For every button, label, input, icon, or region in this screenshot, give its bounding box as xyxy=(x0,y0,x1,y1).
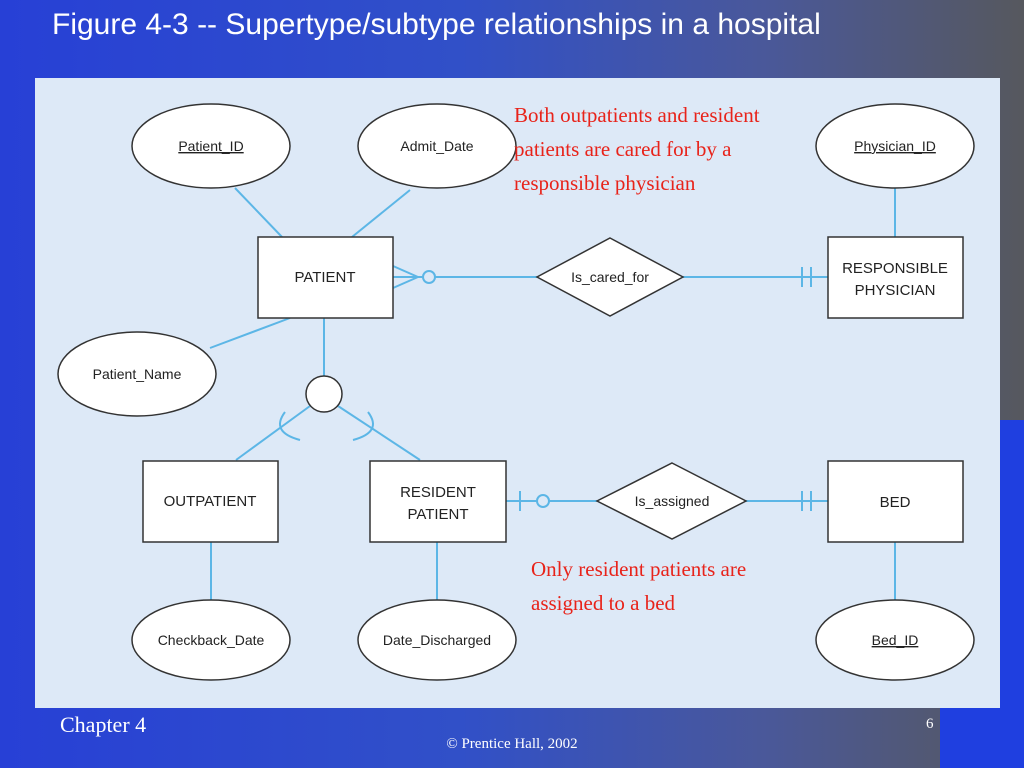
entity-label-bed: BED xyxy=(880,494,911,511)
attribute-oval-date-discharged xyxy=(357,599,517,681)
relationship-diamond-is-assigned xyxy=(595,462,748,540)
connector-line xyxy=(209,317,291,349)
crows-foot xyxy=(392,265,419,278)
entity-box-outpatient xyxy=(142,460,279,543)
attribute-label-admit-date: Admit_Date xyxy=(400,138,473,154)
entity-box-resident-patient xyxy=(369,460,507,543)
entity-box-patient xyxy=(257,236,394,319)
entity-label-resident-patient: PATIENT xyxy=(407,506,468,523)
optional-circle xyxy=(536,494,550,508)
attribute-label-patient-name: Patient_Name xyxy=(93,366,182,382)
entity-label-responsible-physician: PHYSICIAN xyxy=(855,282,936,299)
diagram-panel: PATIENT RESPONSIBLE PHYSICIAN OUTPATIENT… xyxy=(35,78,1000,708)
entity-label-patient: PATIENT xyxy=(294,269,355,286)
copyright-notice: © Prentice Hall, 2002 xyxy=(446,736,578,752)
note-line: Only resident patients are xyxy=(531,557,747,581)
entity-box-responsible-physician xyxy=(827,236,964,319)
connector-line xyxy=(351,189,411,238)
entity-label-outpatient: OUTPATIENT xyxy=(164,493,257,510)
attribute-label-bed-id: Bed_ID xyxy=(872,632,919,648)
entity-label-resident-patient: RESIDENT xyxy=(400,484,476,501)
er-diagram: PATIENT RESPONSIBLE PHYSICIAN OUTPATIENT… xyxy=(57,103,975,681)
crows-foot xyxy=(392,276,419,289)
attribute-oval-bed-id xyxy=(815,599,975,681)
attribute-oval-admit-date xyxy=(357,103,517,189)
page-number: 6 xyxy=(926,716,934,732)
attribute-oval-physician-id xyxy=(815,103,975,189)
accent-square xyxy=(940,708,1024,768)
relationship-diamond-is-cared-for xyxy=(535,237,685,317)
note-line: Both outpatients and resident xyxy=(514,103,760,127)
chapter-label: Chapter 4 xyxy=(60,712,147,737)
note-line: assigned to a bed xyxy=(531,591,676,615)
note-line: responsible physician xyxy=(514,171,696,195)
connector-line xyxy=(234,187,283,238)
physician-note: Both outpatients and resident patients a… xyxy=(514,98,760,200)
relationship-label-is-assigned: Is_assigned xyxy=(635,493,710,509)
subset-arc xyxy=(352,411,374,441)
note-line: patients are cared for by a xyxy=(514,137,732,161)
bed-note: Only resident patients are assigned to a… xyxy=(531,552,746,620)
attribute-label-checkback-date: Checkback_Date xyxy=(158,632,265,648)
attribute-oval-patient-id xyxy=(131,103,291,189)
connector-line xyxy=(235,405,311,461)
attribute-label-physician-id: Physician_ID xyxy=(854,138,936,154)
entity-label-responsible-physician: RESPONSIBLE xyxy=(842,260,948,277)
relationship-label-is-cared-for: Is_cared_for xyxy=(571,269,649,285)
subset-arc xyxy=(279,411,301,441)
attribute-oval-checkback-date xyxy=(131,599,291,681)
entity-box-bed xyxy=(827,460,964,543)
subtype-circle xyxy=(305,375,343,413)
attribute-oval-patient-name xyxy=(57,331,217,417)
attribute-label-date-discharged: Date_Discharged xyxy=(383,632,491,648)
slide-title: Figure 4-3 -- Supertype/subtype relation… xyxy=(52,8,821,41)
connector-line xyxy=(337,405,421,461)
attribute-label-patient-id: Patient_ID xyxy=(178,138,243,154)
optional-circle xyxy=(422,270,436,284)
